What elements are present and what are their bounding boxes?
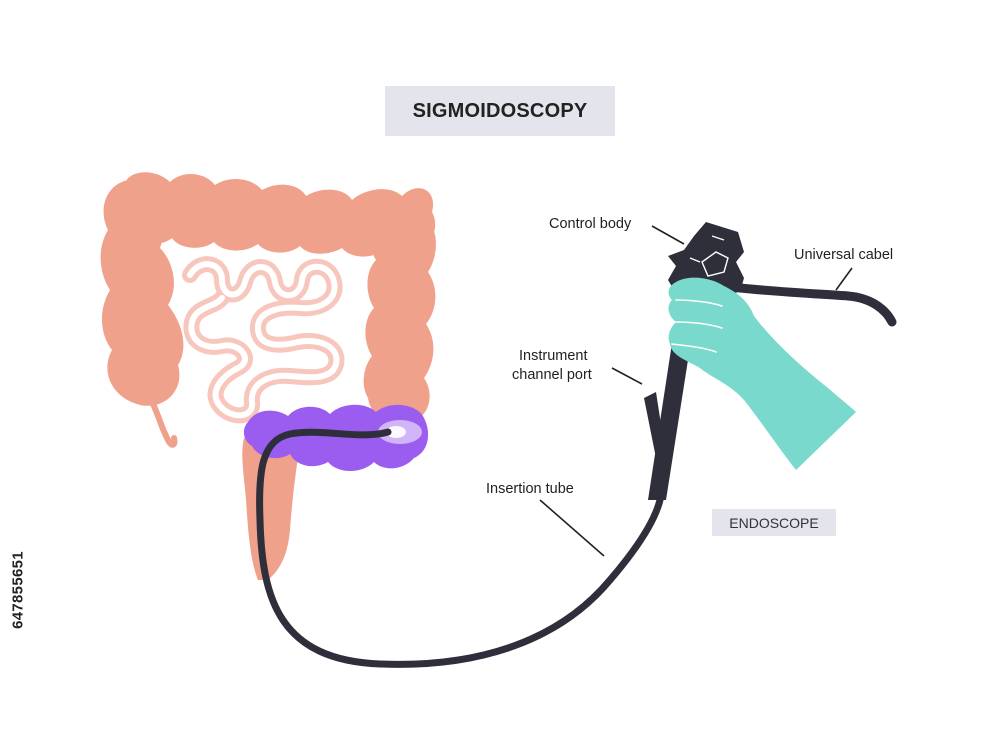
leader-instrument-port bbox=[611, 367, 643, 385]
descending-colon bbox=[363, 196, 436, 423]
small-intestine bbox=[182, 256, 345, 424]
endoscope-tag: ENDOSCOPE bbox=[712, 509, 836, 536]
label-insertion-tube: Insertion tube bbox=[486, 481, 574, 497]
leader-insertion-tube bbox=[539, 499, 605, 557]
side-id-text: 647855651 bbox=[9, 551, 27, 629]
appendix bbox=[147, 395, 178, 448]
rectum bbox=[242, 433, 300, 580]
side-id: 647855651 bbox=[4, 500, 32, 680]
large-intestine bbox=[100, 172, 436, 448]
leader-universal-cable bbox=[835, 267, 853, 291]
gloved-hand-icon bbox=[668, 277, 856, 470]
label-control-body: Control body bbox=[549, 216, 632, 232]
leader-control-body bbox=[651, 225, 685, 245]
transverse-colon bbox=[119, 172, 436, 257]
leader-lines bbox=[539, 225, 853, 557]
sigmoid-colon bbox=[243, 404, 429, 471]
label-universal-cable: Universal cabel bbox=[794, 247, 894, 263]
insertion-tube bbox=[256, 428, 664, 668]
label-instrument-port-line2: channel port bbox=[512, 367, 592, 383]
light-tip-icon bbox=[378, 420, 422, 444]
label-instrument-port-line1: Instrument bbox=[519, 348, 588, 364]
diagram-title: SIGMOIDOSCOPY bbox=[385, 86, 615, 136]
